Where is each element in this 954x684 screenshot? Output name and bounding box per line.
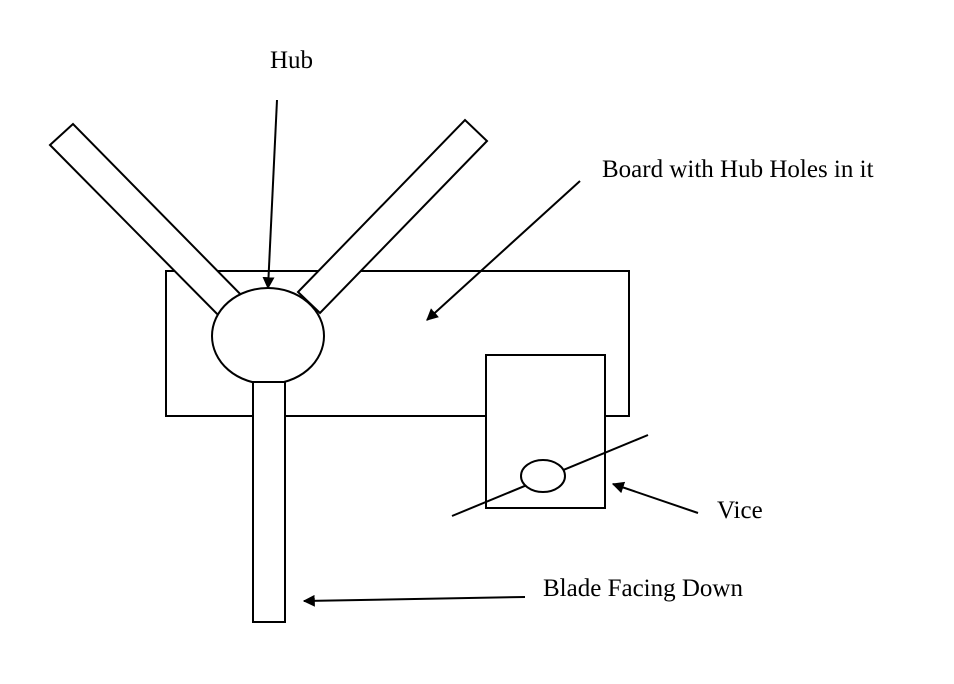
blade-facing-down: [252, 381, 286, 623]
hub-label: Hub: [270, 47, 313, 74]
vice-arrow: [611, 481, 699, 514]
blade-label: Blade Facing Down: [543, 575, 743, 602]
blade-upper-left: [48, 122, 253, 328]
vice-screw: [520, 459, 566, 493]
vice-label: Vice: [717, 497, 763, 524]
blade-arrow: [302, 594, 526, 607]
board-arrow: [426, 180, 581, 321]
board-label: Board with Hub Holes in it: [602, 156, 874, 183]
hub-arrow: [262, 99, 278, 290]
hub: [211, 287, 325, 385]
